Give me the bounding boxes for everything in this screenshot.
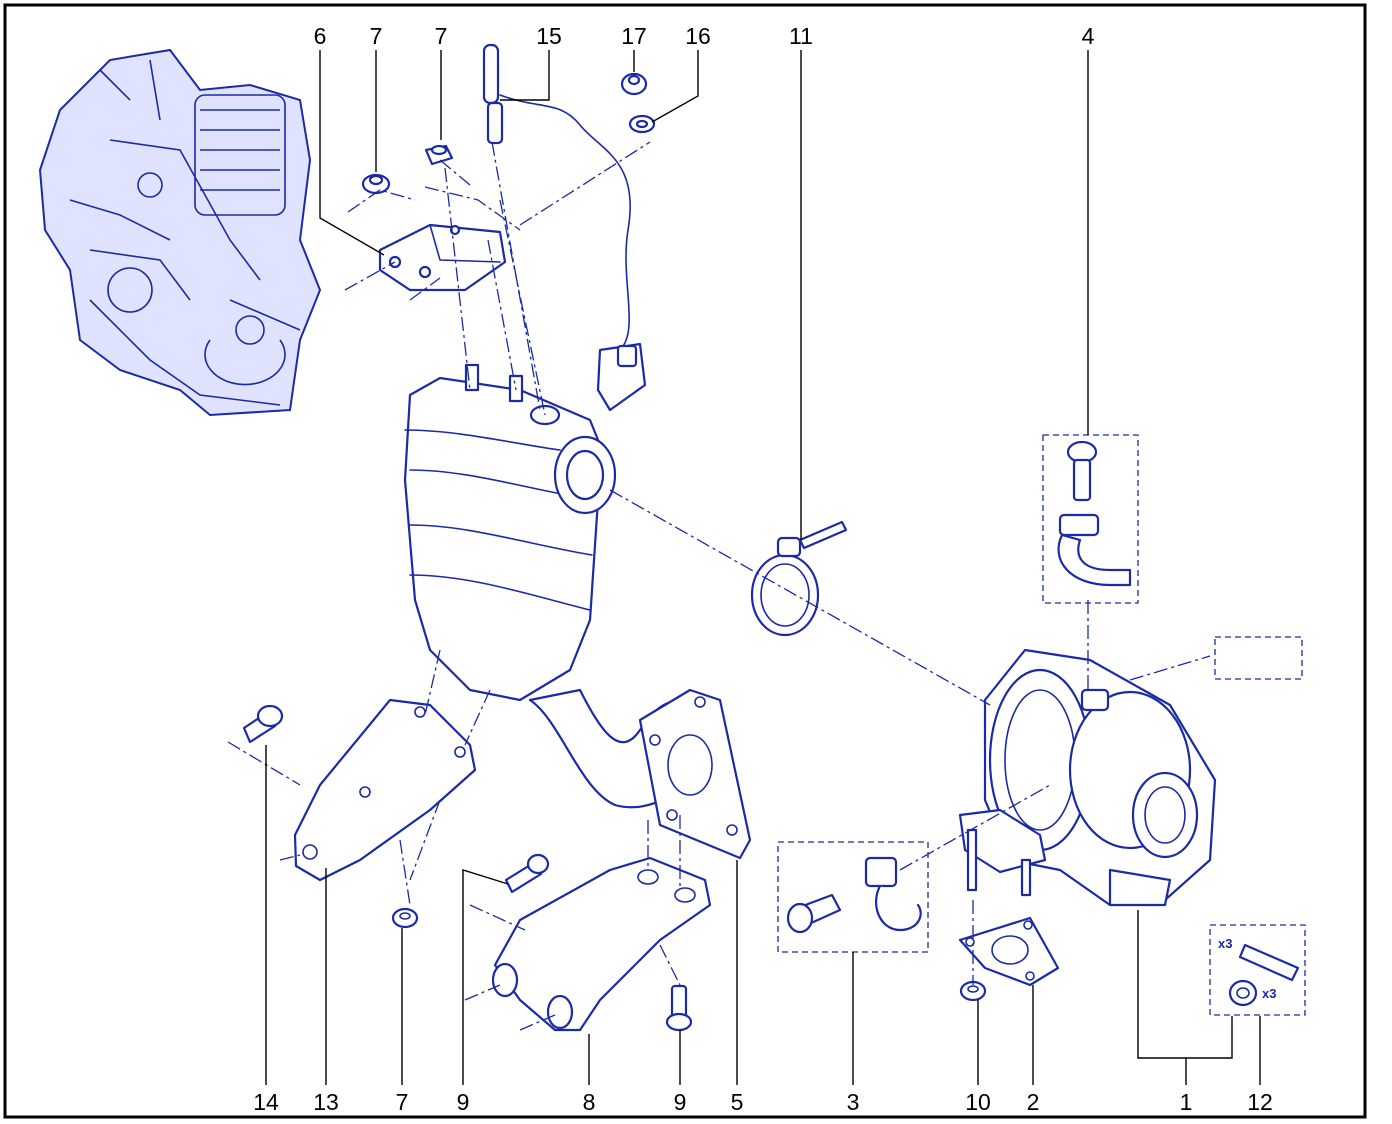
part-4-oil-pipe — [1057, 440, 1132, 587]
part-12-kit-box — [1209, 924, 1306, 1016]
callout-5: 5 — [731, 1089, 744, 1115]
callout-15: 15 — [536, 23, 562, 49]
callout-13: 13 — [313, 1089, 339, 1115]
callouts-top: 6 7 7 15 17 16 11 4 — [314, 23, 1095, 49]
reference-box — [1214, 636, 1303, 680]
callout-16: 16 — [685, 23, 711, 49]
callout-9-b: 9 — [674, 1089, 687, 1115]
part-9-bolt-a — [504, 853, 550, 894]
callout-11: 11 — [789, 23, 813, 49]
part-3-kit-box — [777, 841, 929, 953]
callout-7-b: 7 — [435, 23, 448, 49]
callouts-bottom: 14 13 7 9 8 9 5 3 10 2 1 12 — [253, 1089, 1273, 1115]
callout-3: 3 — [847, 1089, 860, 1115]
part-5-flange — [638, 688, 752, 860]
quantity-label-stud: x3 — [1218, 936, 1232, 951]
engine-overview-image — [38, 48, 322, 417]
callout-17: 17 — [621, 23, 647, 49]
part-16-washer — [628, 114, 656, 134]
part-7-nut-a — [361, 173, 391, 195]
callout-6: 6 — [314, 23, 327, 49]
part-7-nut-b — [424, 144, 454, 166]
callout-7-c: 7 — [396, 1089, 409, 1115]
part-14-bolt — [242, 704, 284, 744]
callout-2: 2 — [1027, 1089, 1040, 1115]
part-12-stud-and-nut: x3 x3 — [1218, 936, 1300, 1007]
callout-14: 14 — [253, 1089, 279, 1115]
callout-8: 8 — [583, 1089, 596, 1115]
callout-1: 1 — [1180, 1089, 1193, 1115]
part-2-gasket — [958, 916, 1060, 987]
callout-9-a: 9 — [457, 1089, 470, 1115]
assembly-guide-lines — [227, 141, 1211, 1031]
callout-12: 12 — [1247, 1089, 1273, 1115]
part-8-support — [491, 856, 712, 1032]
part-13-bracket — [293, 698, 477, 882]
part-7-nut-c — [391, 907, 419, 929]
callout-leader-lines — [265, 50, 1261, 1085]
part-1-turbocharger — [958, 648, 1217, 907]
part-3-oil-return-pipe — [786, 856, 922, 934]
callout-7-a: 7 — [370, 23, 383, 49]
quantity-label-nut: x3 — [1262, 986, 1276, 1001]
diagram-frame — [3, 3, 1367, 1119]
callout-4: 4 — [1082, 23, 1095, 49]
part-15-sensor — [482, 43, 647, 412]
part-4-kit-box — [1042, 434, 1139, 604]
part-9-bolt-b — [665, 984, 693, 1032]
part-6-bracket — [378, 223, 507, 292]
callout-10: 10 — [965, 1089, 991, 1115]
part-17-plug — [620, 72, 648, 96]
part-11-clamp — [750, 520, 848, 637]
